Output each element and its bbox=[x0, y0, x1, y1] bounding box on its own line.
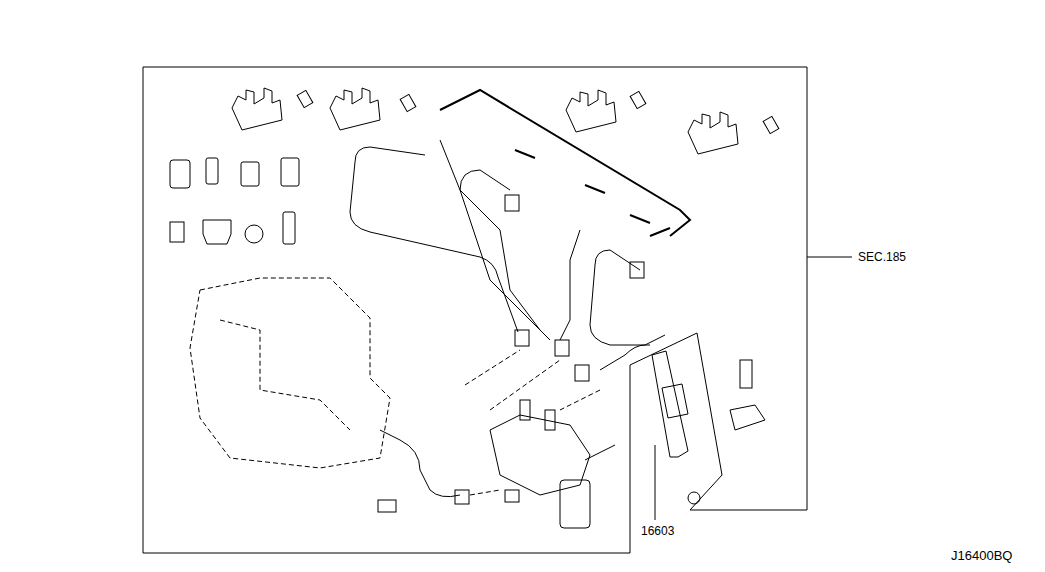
fuel-rail bbox=[440, 90, 690, 236]
callout-number: 16603 bbox=[640, 524, 675, 538]
injector-bracket bbox=[630, 333, 722, 510]
pipe-clips bbox=[232, 88, 779, 154]
section-reference: SEC.185 bbox=[857, 250, 907, 264]
fuel-pump bbox=[190, 278, 390, 468]
frame-outline bbox=[143, 67, 807, 553]
leader-line bbox=[655, 445, 656, 520]
leader-line bbox=[807, 257, 852, 258]
return-pipe bbox=[380, 430, 460, 497]
injection-pipes bbox=[350, 140, 665, 381]
diagram-code: J16400BQ bbox=[950, 549, 1013, 563]
high-pressure-pump bbox=[490, 400, 615, 528]
injector bbox=[652, 351, 765, 504]
small-parts bbox=[170, 158, 299, 244]
